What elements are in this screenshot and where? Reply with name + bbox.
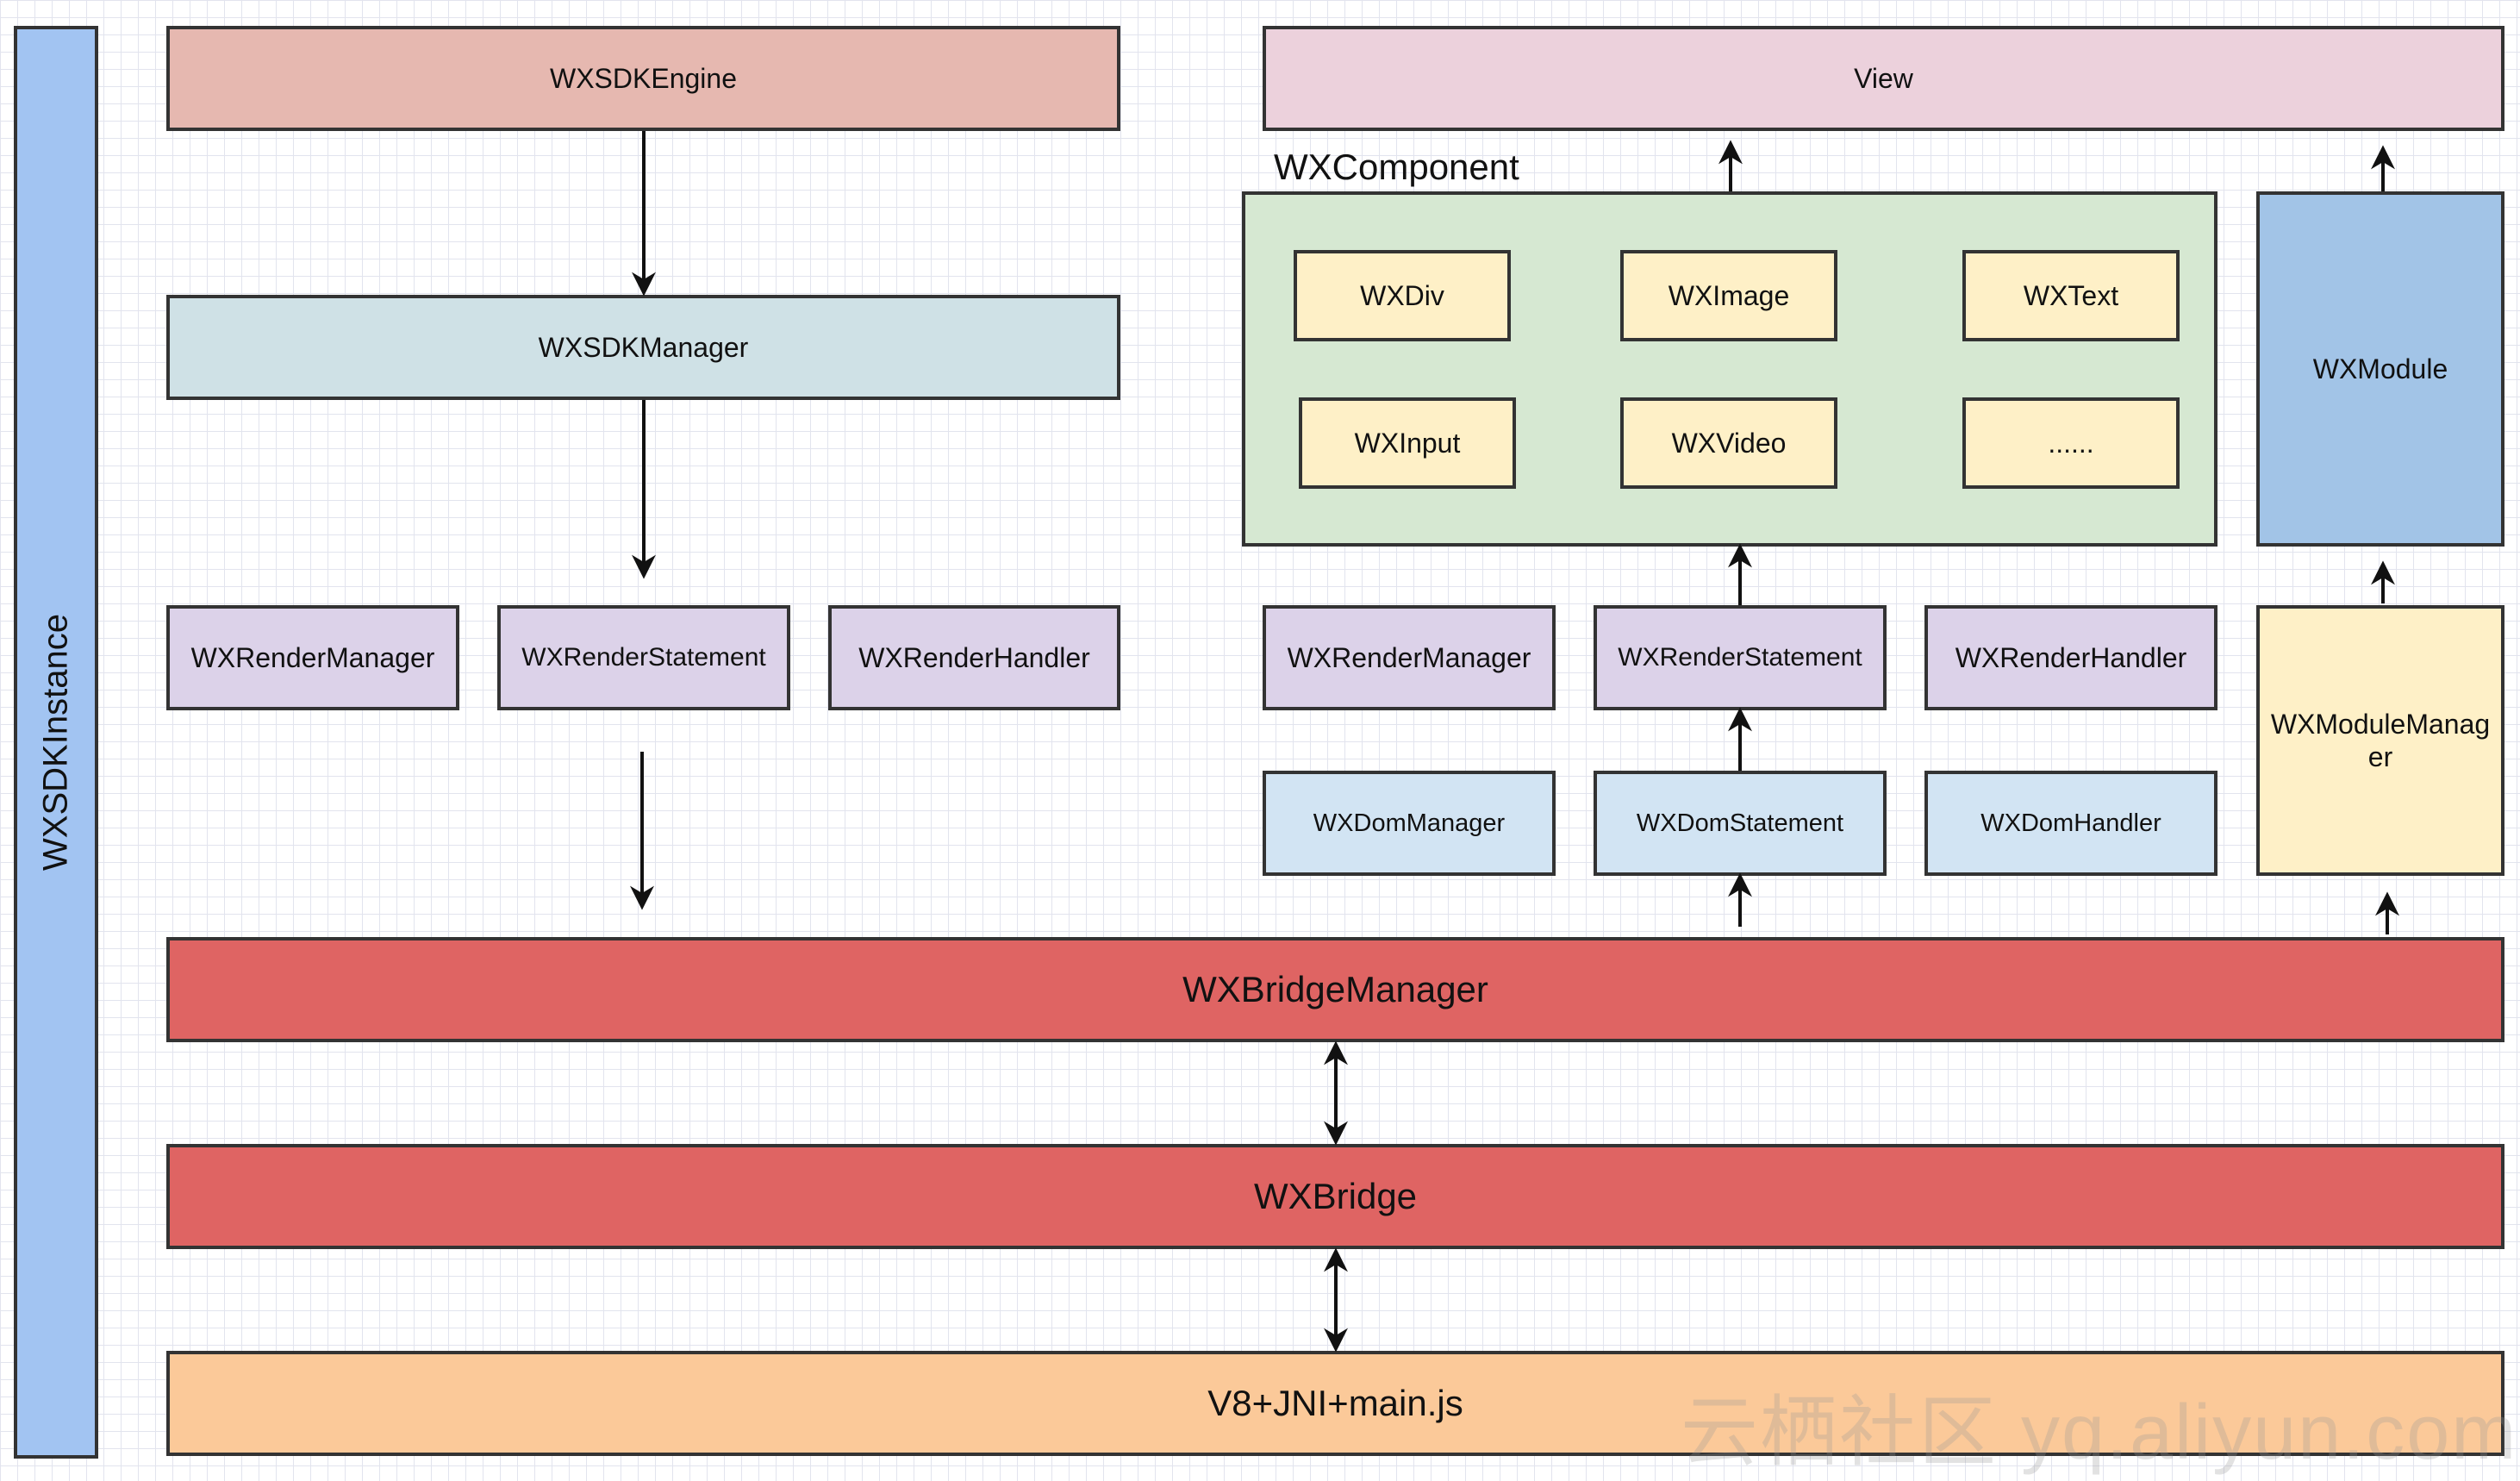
left-render-statement-label: WXRenderStatement [521,643,766,672]
wxsdkmanager-box: WXSDKManager [166,295,1120,400]
left-render-manager-label: WXRenderManager [190,641,435,673]
component-wxdiv-label: WXDiv [1360,279,1444,311]
watermark-text: 云栖社区 yq.aliyun.com [1681,1390,2518,1476]
right-render-handler-label: WXRenderHandler [1955,641,2187,673]
dom-statement-label: WXDomStatement [1636,809,1844,837]
wxcomponent-title: WXComponent [1274,147,1519,187]
dom-manager-box: WXDomManager [1263,771,1556,876]
view-label: View [1854,62,1913,94]
right-render-manager-label: WXRenderManager [1287,641,1531,673]
component-wxtext: WXText [1962,250,2180,341]
component-more-label: ...... [2048,427,2094,459]
wxmodulemanager-label: WXModuleManag er [2270,708,2491,772]
component-wxvideo: WXVideo [1620,397,1837,489]
component-more: ...... [1962,397,2180,489]
wxbridge-label: WXBridge [1253,1175,1418,1216]
wxmodulemanager-box: WXModuleManag er [2256,605,2504,876]
left-render-handler-box: WXRenderHandler [828,605,1120,710]
wxbridgemanager-bar: WXBridgeManager [166,937,2504,1042]
dom-handler-label: WXDomHandler [1980,809,2161,837]
wxbridgemanager-label: WXBridgeManager [1182,968,1488,1009]
component-wxinput: WXInput [1299,397,1516,489]
right-render-handler-box: WXRenderHandler [1924,605,2217,710]
left-render-manager-box: WXRenderManager [166,605,459,710]
v8-runtime-bar: V8+JNI+main.js [166,1351,2504,1456]
dom-handler-box: WXDomHandler [1924,771,2217,876]
wxmodule-box: WXModule [2256,191,2504,547]
wxsdkinstance-bar: WXSDKInstance [14,26,98,1459]
v8-runtime-label: V8+JNI+main.js [1207,1382,1463,1423]
right-render-statement-label: WXRenderStatement [1618,643,1862,672]
component-wxinput-label: WXInput [1354,427,1461,459]
component-wximage: WXImage [1620,250,1837,341]
left-render-handler-label: WXRenderHandler [858,641,1090,673]
component-wxvideo-label: WXVideo [1671,427,1787,459]
left-render-statement-box: WXRenderStatement [497,605,790,710]
wxsdkengine-label: WXSDKEngine [550,62,737,94]
wxmodule-label: WXModule [2312,353,2448,384]
right-render-manager-box: WXRenderManager [1263,605,1556,710]
right-render-statement-box: WXRenderStatement [1594,605,1887,710]
component-wxdiv: WXDiv [1294,250,1511,341]
component-wximage-label: WXImage [1668,279,1790,311]
view-box: View [1263,26,2504,131]
component-wxtext-label: WXText [2023,279,2119,311]
dom-statement-box: WXDomStatement [1594,771,1887,876]
wxsdkengine-box: WXSDKEngine [166,26,1120,131]
wxsdkmanager-label: WXSDKManager [538,331,749,363]
wxbridge-bar: WXBridge [166,1144,2504,1249]
dom-manager-label: WXDomManager [1313,809,1506,837]
